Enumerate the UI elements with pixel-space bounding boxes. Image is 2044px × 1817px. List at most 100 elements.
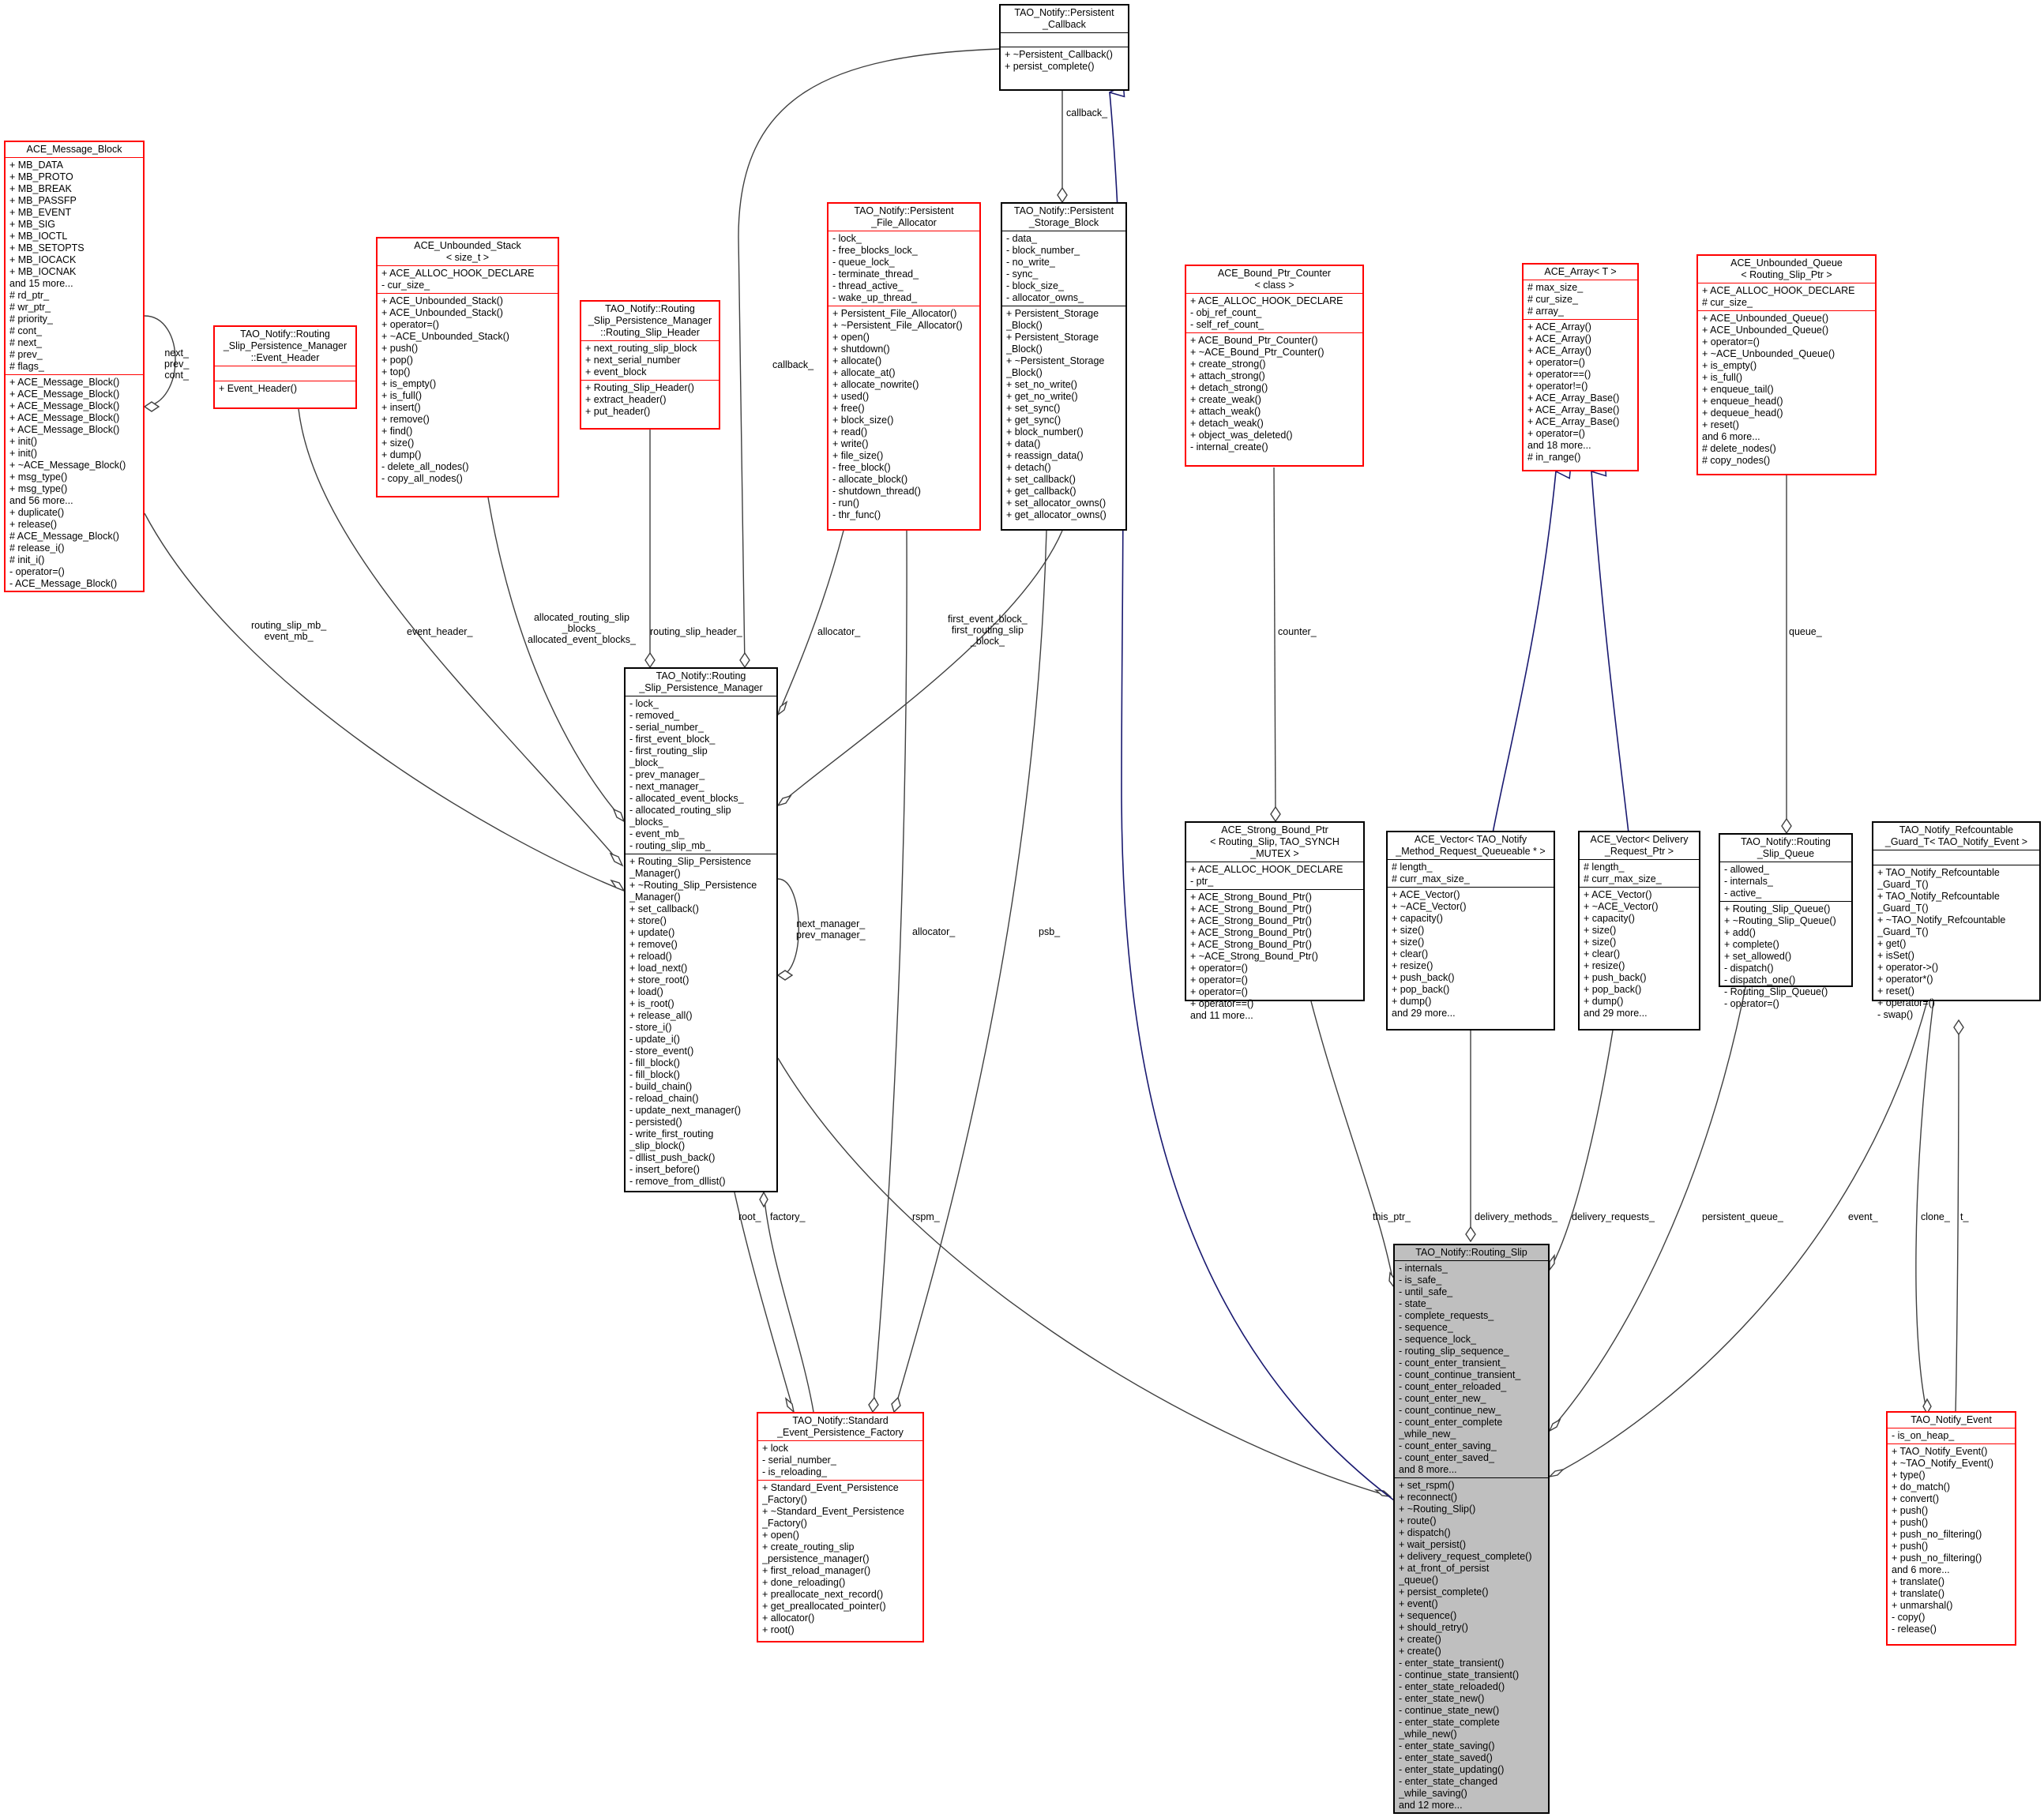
member-row: - operator=() xyxy=(1724,998,1779,1009)
member-row: + size() xyxy=(1584,925,1617,936)
member-row: - shutdown_thread() xyxy=(832,486,921,497)
class-refcountable-guard[interactable]: TAO_Notify_Refcountable_Guard_T< TAO_Not… xyxy=(1872,821,2041,1020)
member-row: _Block() xyxy=(1006,320,1043,331)
member-row: - enter_state_saving() xyxy=(1399,1740,1495,1751)
class-persistent-callback[interactable]: TAO_Notify::Persistent_Callback + ~Persi… xyxy=(999,4,1129,91)
member-row: - first_event_block_ xyxy=(629,734,716,745)
member-row: and 18 more... xyxy=(1527,440,1591,451)
member-row: + init() xyxy=(9,436,38,447)
attributes: - is_on_heap_ xyxy=(1888,1428,2015,1444)
member-row: - continue_state_transient() xyxy=(1399,1669,1520,1680)
class-title: TAO_Notify::Persistent_File_Allocator xyxy=(828,204,979,231)
class-standard-factory[interactable]: TAO_Notify::Standard_Event_Persistence_F… xyxy=(757,1412,924,1642)
member-row: + ACE_Message_Block() xyxy=(9,412,120,423)
member-row: + pop() xyxy=(381,355,413,366)
edge-delivery-requests xyxy=(1549,1030,1614,1271)
class-title: TAO_Notify::Persistent_Storage_Block xyxy=(1002,204,1125,231)
member-row: # init_i() xyxy=(9,554,45,565)
attributes: + MB_DATA+ MB_PROTO+ MB_BREAK+ MB_PASSFP… xyxy=(6,158,143,375)
class-title: ACE_Unbounded_Queue< Routing_Slip_Ptr > xyxy=(1698,256,1875,283)
member-row: + event() xyxy=(1399,1598,1438,1609)
member-row: # length_ xyxy=(1392,862,1433,873)
class-title: TAO_Notify::Standard_Event_Persistence_F… xyxy=(758,1413,922,1441)
member-row: - remove_from_dllist() xyxy=(629,1176,726,1187)
member-row: _Manager() xyxy=(629,892,681,903)
member-row: + is_full() xyxy=(381,390,423,401)
member-row: # flags_ xyxy=(9,361,44,372)
class-persistence-manager[interactable]: TAO_Notify::Routing_Slip_Persistence_Man… xyxy=(624,667,778,1192)
member-row: - sequence_ xyxy=(1399,1322,1453,1333)
member-row: + MB_BREAK xyxy=(9,183,72,194)
member-row: - removed_ xyxy=(629,710,680,721)
member-row: - insert_before() xyxy=(629,1164,700,1175)
member-row: + push() xyxy=(1892,1505,1929,1516)
member-row: and 8 more... xyxy=(1399,1464,1457,1475)
attributes xyxy=(1001,33,1128,47)
attributes: # length_# curr_max_size_ xyxy=(1580,860,1699,888)
member-row: + preallocate_next_record() xyxy=(762,1589,884,1600)
class-routing-slip-queue[interactable]: TAO_Notify::Routing_Slip_Queue - allowed… xyxy=(1719,833,1853,1009)
member-row: + ACE_Unbounded_Queue() xyxy=(1702,313,1829,324)
class-storage-block[interactable]: TAO_Notify::Persistent_Storage_Block - d… xyxy=(1001,202,1127,531)
member-row: - no_write_ xyxy=(1006,257,1055,268)
member-row: - next_manager_ xyxy=(629,781,705,792)
member-row: + Persistent_Storage xyxy=(1006,308,1099,319)
class-ace-array[interactable]: ACE_Array< T > # max_size_# cur_size_# a… xyxy=(1522,263,1639,471)
edge-label-root: root_ xyxy=(738,1211,761,1222)
member-row: # curr_max_size_ xyxy=(1392,873,1470,884)
member-row: + ACE_ALLOC_HOOK_DECLARE xyxy=(1190,295,1343,306)
member-row: + push_back() xyxy=(1392,972,1455,983)
diamond-factory-psb xyxy=(891,1396,901,1413)
member-row: - allowed_ xyxy=(1724,864,1769,875)
member-row: _Manager() xyxy=(629,868,681,879)
member-row: + put_header() xyxy=(585,406,651,417)
member-row: - enter_state_reloaded() xyxy=(1399,1681,1505,1692)
member-row: - state_ xyxy=(1399,1298,1432,1309)
member-row: - event_mb_ xyxy=(629,828,685,839)
member-row: + shutdown() xyxy=(832,344,890,355)
methods: + Routing_Slip_Queue()+ ~Routing_Slip_Qu… xyxy=(1720,902,1851,1012)
member-row: + ACE_Bound_Ptr_Counter() xyxy=(1190,335,1318,346)
edge-message-block-self xyxy=(144,315,176,407)
member-row: - count_enter_saved_ xyxy=(1399,1452,1494,1463)
member-row: + load_next() xyxy=(629,963,688,974)
member-row: - enter_state_complete xyxy=(1399,1717,1500,1728)
member-row: + capacity() xyxy=(1584,913,1635,924)
member-row: + ACE_ALLOC_HOOK_DECLARE xyxy=(1702,285,1855,296)
member-row: + MB_DATA xyxy=(9,160,63,171)
member-row: + operator=() xyxy=(1190,963,1248,974)
class-event-header[interactable]: TAO_Notify::Routing_Slip_Persistence_Man… xyxy=(213,325,357,409)
member-row: + attach_weak() xyxy=(1190,406,1261,417)
member-row: - write_first_routing xyxy=(629,1128,714,1139)
member-row: - complete_requests_ xyxy=(1399,1310,1494,1321)
member-row: - swap() xyxy=(1877,1009,1914,1020)
member-row: _Guard_T() xyxy=(1877,926,1929,937)
class-ace-message-block[interactable]: ACE_Message_Block + MB_DATA+ MB_PROTO+ M… xyxy=(4,141,145,592)
member-row: + clear() xyxy=(1392,948,1429,959)
class-routing-slip[interactable]: TAO_Notify::Routing_Slip - internals_- i… xyxy=(1393,1244,1550,1814)
member-row: - build_chain() xyxy=(629,1081,693,1092)
member-row: + operator!=() xyxy=(1527,381,1588,392)
class-routing-slip-header[interactable]: TAO_Notify::Routing_Slip_Persistence_Man… xyxy=(580,300,720,430)
class-notify-event[interactable]: TAO_Notify_Event - is_on_heap_ + TAO_Not… xyxy=(1886,1411,2016,1646)
class-file-allocator[interactable]: TAO_Notify::Persistent_File_Allocator - … xyxy=(827,202,981,531)
member-row: + MB_PASSFP xyxy=(9,195,77,206)
member-row: + ACE_Vector() xyxy=(1392,889,1460,900)
class-bound-ptr-counter[interactable]: ACE_Bound_Ptr_Counter< class > + ACE_ALL… xyxy=(1185,265,1364,467)
member-row: # max_size_ xyxy=(1527,282,1584,293)
member-row: _persistence_manager() xyxy=(762,1553,870,1564)
member-row: - count_enter_saving_ xyxy=(1399,1440,1497,1451)
member-row: + unmarshal() xyxy=(1892,1600,1953,1611)
member-row: _Block() xyxy=(1006,367,1043,378)
class-unbounded-queue[interactable]: ACE_Unbounded_Queue< Routing_Slip_Ptr > … xyxy=(1696,254,1877,475)
class-strong-bound-ptr[interactable]: ACE_Strong_Bound_Ptr< Routing_Slip, TAO_… xyxy=(1185,821,1365,1021)
member-row: - enter_state_transient() xyxy=(1399,1657,1505,1669)
edge-callback-to-manager xyxy=(738,48,1000,668)
diamond-manager-alloc xyxy=(776,700,788,716)
class-unbounded-stack[interactable]: ACE_Unbounded_Stack< size_t > + ACE_ALLO… xyxy=(376,237,559,497)
member-row: + set_no_write() xyxy=(1006,379,1077,390)
class-vector-delivery-request[interactable]: ACE_Vector< Delivery_Request_Ptr > # len… xyxy=(1578,831,1700,1031)
class-vector-method-request[interactable]: ACE_Vector< TAO_Notify_Method_Request_Qu… xyxy=(1386,831,1555,1031)
member-row: + delivery_request_complete() xyxy=(1399,1551,1532,1562)
member-row: + block_number() xyxy=(1006,426,1084,437)
